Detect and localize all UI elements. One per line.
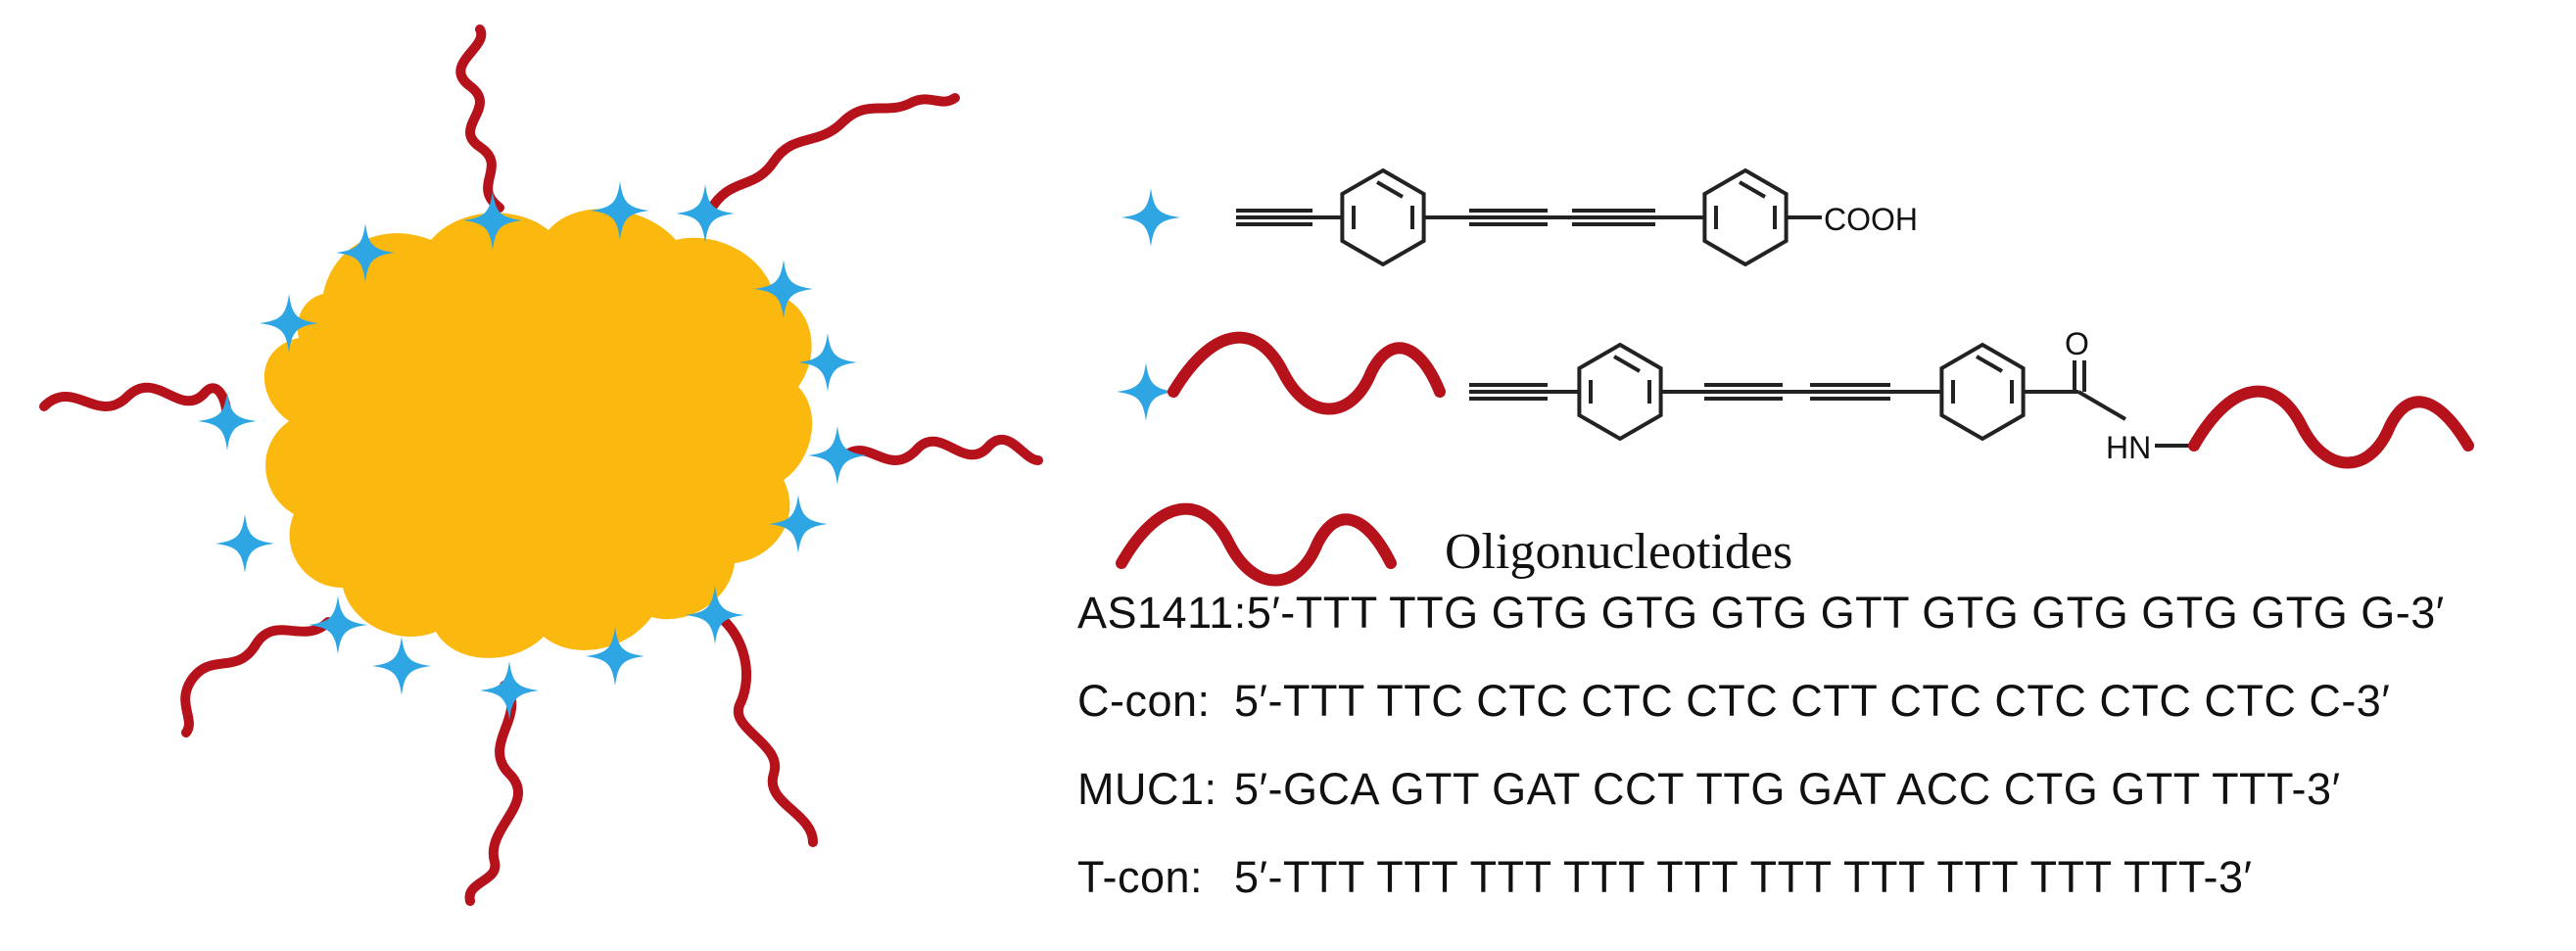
oligo-wave-icon [1168,331,1446,415]
amide-nh-label: HN [2106,430,2151,465]
sequence-text: 5′-TTT TTG GTG GTG GTG GTT GTG GTG GTG G… [1246,588,2445,638]
conjugate-structure [1469,343,2194,448]
star-icon [808,426,867,485]
oligo-strand-left [39,382,232,426]
oligo-strand-bottom [464,681,523,906]
sequence-text: 5′-TTT TTC CTC CTC CTC CTT CTC CTC CTC C… [1234,676,2391,726]
sequence-line: T-con: 5′-TTT TTT TTT TTT TTT TTT TTT TTT… [1077,852,2252,903]
sequence-name: AS1411: [1077,588,1247,638]
linker-structure [1236,168,1822,266]
oligo-strand-bottom-left [180,617,333,737]
star-icon [480,661,539,720]
legend-linker: COOH [1121,168,1918,266]
sequence-text: 5′-GCA GTT GAT CCT TTG GAT ACC CTG GTT T… [1234,764,2341,814]
oligo-wave-icon [1116,502,1397,587]
gold-core [263,209,813,658]
sequence-text: 5′-TTT TTT TTT TTT TTT TTT TTT TTT TTT T… [1234,852,2253,902]
cooh-label: COOH [1824,202,1918,237]
sequence-name: MUC1: [1077,764,1217,814]
sequence-name: C-con: [1077,676,1211,726]
star-icon [372,637,431,695]
oligo-strand-right [835,434,1043,465]
oligo-strand-bottom-right [715,612,818,847]
sequence-line: C-con: 5′-TTT TTC CTC CTC CTC CTT CTC CTC… [1077,676,2390,727]
legend-conjugate: O HN [1117,326,2474,469]
star-icon [215,514,274,573]
oligonucleotides-label: Oligonucleotides [1445,524,1792,580]
oligo-strands [39,24,1043,906]
star-icon [1117,362,1175,421]
oligo-wave-icon [2188,385,2474,469]
sequence-line: AS1411:5′-TTT TTG GTG GTG GTG GTT GTG GT… [1077,588,2445,639]
amide-o-label: O [2065,326,2089,361]
legend-oligo: Oligonucleotides [1116,502,1792,587]
oligo-strand-top-right [705,93,960,215]
nanoparticle [39,24,1043,906]
oligo-strand-top [455,24,504,213]
star-icon [1121,188,1180,247]
sequence-line: MUC1: 5′-GCA GTT GAT CCT TTG GAT ACC CTG … [1077,764,2341,815]
sequence-name: T-con: [1077,852,1204,902]
star-icon [198,392,257,451]
